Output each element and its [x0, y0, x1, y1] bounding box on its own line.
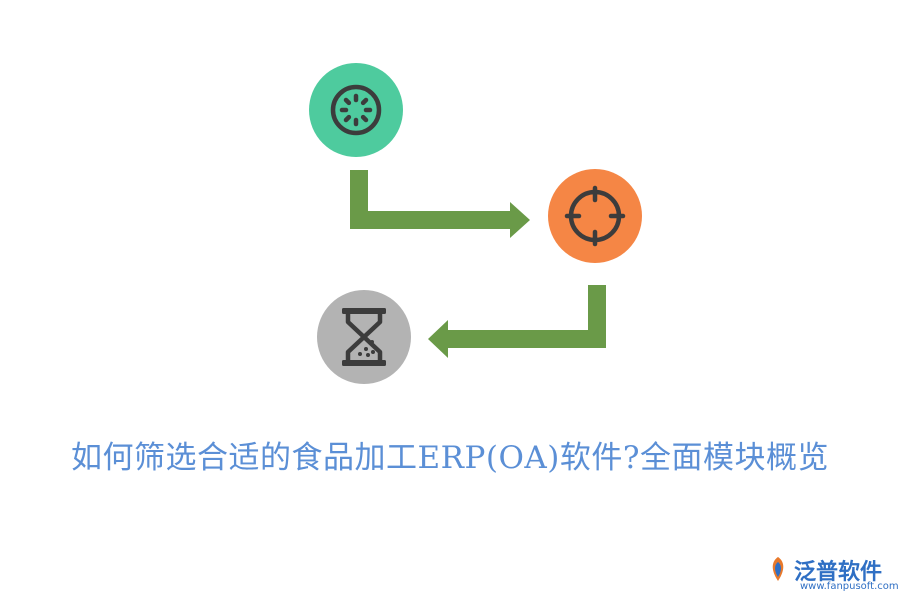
- crosshair-target-icon: [564, 185, 626, 247]
- brand-url: www.fanpusoft.com: [800, 581, 899, 592]
- step-1-node: [309, 63, 403, 157]
- brand-name: 泛普软件: [794, 560, 883, 585]
- arrow-green-to-orange: [350, 170, 530, 238]
- step-3-node: [317, 290, 411, 384]
- fanpu-logo-icon: [772, 557, 784, 581]
- page-title: 如何筛选合适的食品加工ERP(OA)软件?全面模块概览: [71, 440, 829, 476]
- brand-logo[interactable]: 泛普软件 www.fanpusoft.com: [764, 551, 899, 595]
- step-2-node: [548, 169, 642, 263]
- hourglass-icon: [342, 308, 386, 366]
- loading-spinner-icon: [330, 84, 382, 136]
- arrow-orange-to-gray: [428, 285, 606, 358]
